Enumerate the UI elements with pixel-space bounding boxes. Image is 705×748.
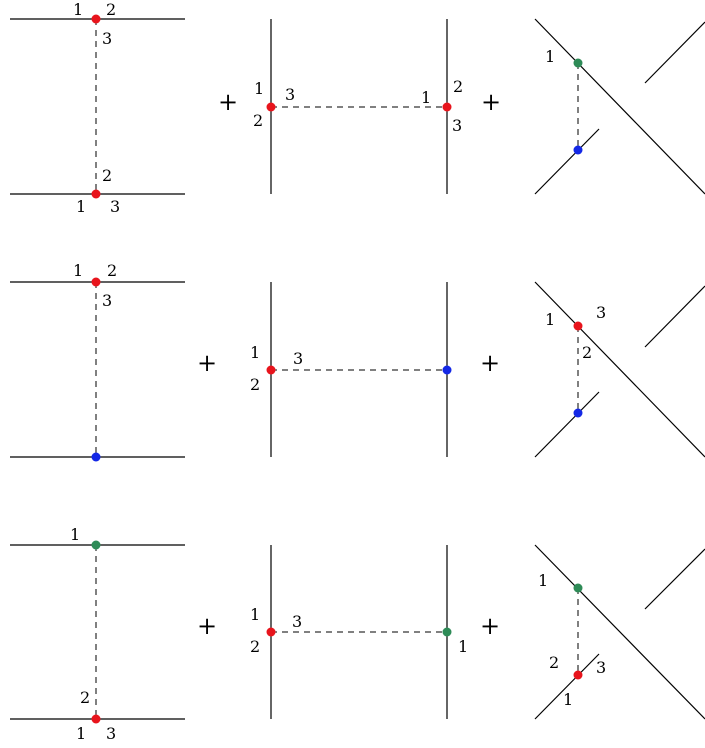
upper-right-segment xyxy=(644,548,705,610)
label-top-1: 1 xyxy=(73,261,83,280)
row-3-panel-crossed-exchange: 1 2 3 1 xyxy=(534,544,705,720)
upper-right-segment xyxy=(644,285,705,348)
long-diagonal xyxy=(534,544,705,720)
green-vertex xyxy=(573,58,583,68)
label-top-3: 3 xyxy=(102,29,112,48)
label-1: 1 xyxy=(545,47,555,66)
red-vertex-left xyxy=(266,627,276,637)
row-1-panel-crossed-exchange: 1 xyxy=(534,18,705,195)
red-vertex xyxy=(573,670,583,680)
label-bottom-2: 2 xyxy=(102,166,112,185)
label-1: 1 xyxy=(545,310,555,329)
red-vertex-bottom xyxy=(91,189,101,199)
red-vertex-left xyxy=(266,102,276,112)
label-left-2: 2 xyxy=(250,637,260,656)
label-right-3: 3 xyxy=(452,116,462,135)
label-top-1: 1 xyxy=(73,0,83,19)
plus-sign: + xyxy=(218,88,238,116)
lower-left-segment xyxy=(534,653,600,720)
label-left-3: 3 xyxy=(293,349,303,368)
label-left-2: 2 xyxy=(253,111,263,130)
label-3: 3 xyxy=(596,303,606,322)
label-bottom-3: 3 xyxy=(106,724,116,743)
plus-sign: + xyxy=(480,349,500,377)
red-vertex-top xyxy=(91,277,101,287)
label-top-3: 3 xyxy=(102,291,112,310)
red-vertex-left xyxy=(266,365,276,375)
label-top-2: 2 xyxy=(107,261,117,280)
label-1-lower: 1 xyxy=(563,690,573,709)
label-left-1: 1 xyxy=(250,343,260,362)
label-left-1: 1 xyxy=(254,79,264,98)
label-bottom-1: 1 xyxy=(76,724,86,743)
label-right-1: 1 xyxy=(458,637,468,656)
label-bottom-2: 2 xyxy=(80,688,90,707)
row-3-panel-horizontal-exchange: 1 3 2 1 xyxy=(250,545,468,719)
red-vertex-bottom xyxy=(91,714,101,724)
row-2-panel-horizontal-exchange: 1 3 2 xyxy=(250,282,452,457)
plus-sign: + xyxy=(197,349,217,377)
label-3: 3 xyxy=(596,658,606,677)
lower-left-segment xyxy=(534,128,600,195)
blue-vertex xyxy=(573,408,583,418)
label-top-1: 1 xyxy=(70,525,80,544)
row-3-panel-vertical-exchange: 1 2 1 3 xyxy=(10,525,185,743)
upper-right-segment xyxy=(644,21,705,84)
blue-vertex xyxy=(573,145,583,155)
long-diagonal xyxy=(534,18,705,195)
plus-sign: + xyxy=(197,612,217,640)
row-1-panel-horizontal-exchange: 1 3 2 1 2 3 xyxy=(253,19,463,194)
green-vertex xyxy=(573,583,583,593)
label-right-1: 1 xyxy=(421,88,431,107)
label-1: 1 xyxy=(538,571,548,590)
green-vertex-right xyxy=(442,627,452,637)
row-2-panel-crossed-exchange: 1 3 2 xyxy=(534,281,705,458)
label-left-1: 1 xyxy=(250,605,260,624)
plus-sign: + xyxy=(481,88,501,116)
lower-left-segment xyxy=(534,391,600,458)
label-2: 2 xyxy=(549,653,559,672)
row-3: 1 2 1 3 + 1 3 2 1 + 1 2 3 xyxy=(10,525,705,743)
row-1: 1 2 3 2 1 3 + 1 3 2 1 2 3 + xyxy=(10,0,705,216)
label-left-3: 3 xyxy=(292,612,302,631)
long-diagonal xyxy=(534,281,705,458)
label-left-3: 3 xyxy=(285,85,295,104)
label-left-2: 2 xyxy=(250,375,260,394)
label-bottom-3: 3 xyxy=(110,197,120,216)
label-2: 2 xyxy=(582,343,592,362)
label-top-2: 2 xyxy=(106,0,116,19)
green-vertex-top xyxy=(91,540,101,550)
row-2-panel-vertical-exchange: 1 2 3 xyxy=(10,261,185,462)
row-2: 1 2 3 + 1 3 2 + 1 3 2 xyxy=(10,261,705,462)
red-vertex xyxy=(573,321,583,331)
red-vertex-top xyxy=(91,14,101,24)
row-1-panel-vertical-exchange: 1 2 3 2 1 3 xyxy=(10,0,185,216)
blue-vertex-bottom xyxy=(91,452,101,462)
red-vertex-right xyxy=(442,102,452,112)
blue-vertex-right xyxy=(442,365,452,375)
plus-sign: + xyxy=(480,612,500,640)
label-bottom-1: 1 xyxy=(76,197,86,216)
label-right-2: 2 xyxy=(453,77,463,96)
